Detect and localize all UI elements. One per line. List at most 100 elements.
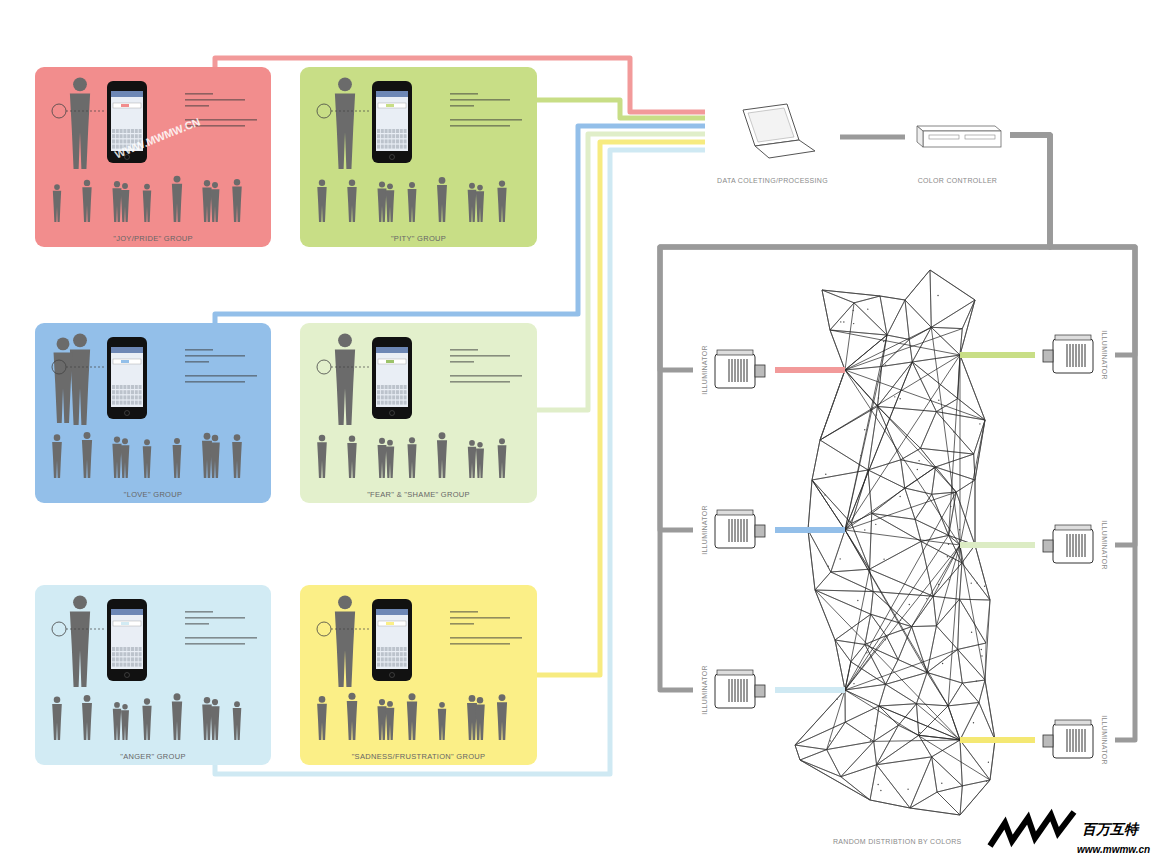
phone-key	[404, 139, 407, 143]
phone-key	[396, 129, 399, 133]
phone-key	[116, 390, 119, 394]
phone-key	[392, 652, 395, 656]
illuminator-lens	[755, 525, 765, 537]
group-label: "JOY/PRIDE" GROUP	[113, 234, 193, 243]
phone-key	[392, 134, 395, 138]
device-label: ILLUMINATOR	[701, 345, 708, 395]
text-line	[185, 611, 213, 613]
leader-line	[66, 111, 106, 112]
phone-key	[112, 401, 115, 405]
phone-key	[381, 647, 384, 651]
person-head	[409, 182, 415, 188]
text-line	[185, 637, 257, 639]
person-head	[387, 440, 393, 446]
illuminator-lens	[755, 365, 765, 377]
phone-key	[388, 129, 391, 133]
text-wrapper: ILLUMINATOR	[1098, 520, 1116, 570]
sculpture-dot	[909, 604, 910, 605]
text-line	[185, 361, 209, 363]
person-body	[468, 190, 477, 222]
phone-button	[125, 673, 130, 678]
phone-key	[377, 647, 380, 651]
sculpture-dot	[948, 579, 949, 580]
node-illustration	[705, 100, 840, 188]
person-body	[335, 350, 355, 425]
person-body	[475, 705, 484, 740]
phone-key	[120, 647, 123, 651]
illuminator-lens	[755, 685, 765, 697]
group-label: "LOVE" GROUP	[124, 490, 183, 499]
sculpture-dot	[981, 649, 982, 650]
person-body	[211, 189, 220, 222]
connector-line	[660, 135, 1050, 530]
phone-key	[392, 401, 395, 405]
phone-screen	[111, 609, 143, 669]
device-label: COLOR CONTROLLER	[918, 177, 997, 184]
illuminator-grille	[744, 519, 745, 542]
illuminator-grille	[738, 679, 739, 702]
device-label: ILLUMINATOR	[701, 505, 708, 555]
sculpture-dot	[883, 558, 884, 559]
phone-key	[139, 385, 142, 389]
sculpture-dot	[901, 389, 902, 390]
phone-key	[131, 390, 134, 394]
illuminator-grille	[735, 359, 736, 382]
sculpture-dot	[836, 699, 837, 700]
illuminator-top	[1055, 720, 1091, 725]
phone-tag	[386, 622, 394, 625]
phone-key	[112, 134, 115, 138]
illuminator-grille	[1067, 534, 1068, 557]
person-body	[437, 440, 447, 478]
phone-key	[116, 663, 119, 667]
phone-key	[400, 134, 403, 138]
phone-key	[123, 134, 126, 138]
phone-key	[385, 657, 388, 661]
phone-key	[400, 145, 403, 149]
phone-key	[123, 390, 126, 394]
illuminator-top	[1055, 335, 1091, 340]
phone-key	[116, 395, 119, 399]
text-line	[450, 643, 510, 645]
person-head	[204, 180, 210, 186]
phone-key	[120, 139, 123, 143]
phone-key	[139, 657, 142, 661]
sculpture-dot	[840, 321, 841, 322]
sculpture-dot	[950, 506, 951, 507]
phone-screen	[376, 91, 408, 151]
illuminator-top	[1055, 525, 1091, 530]
phone-key	[377, 652, 380, 656]
phone-tag	[386, 360, 394, 363]
sculpture-dot	[976, 582, 977, 583]
person-body	[378, 445, 387, 478]
person-head	[338, 333, 352, 347]
illuminator-grille	[741, 519, 742, 542]
node-illustration	[300, 585, 537, 765]
sculpture-dot	[894, 396, 895, 397]
phone-key	[396, 145, 399, 149]
phone-key	[127, 385, 130, 389]
phone-screen	[376, 347, 408, 407]
illuminator-lens	[1043, 735, 1053, 747]
text-line	[450, 355, 510, 357]
text-line	[450, 361, 474, 363]
sculpture-dot	[979, 423, 980, 424]
person-head	[73, 595, 87, 609]
phone-key	[381, 134, 384, 138]
phone-key	[381, 663, 384, 667]
illuminator-node: ILLUMINATOR	[693, 335, 775, 405]
phone-key	[396, 390, 399, 394]
phone-key	[385, 145, 388, 149]
phone-key	[388, 145, 391, 149]
sculpture-dot	[973, 722, 974, 723]
phone-key	[120, 129, 123, 133]
phone-key	[385, 401, 388, 405]
person-head	[499, 694, 506, 701]
person-head	[144, 184, 150, 190]
phone-key	[112, 647, 115, 651]
phone-key	[139, 395, 142, 399]
person-body	[497, 702, 507, 740]
text-line	[450, 99, 510, 101]
phone-key	[127, 401, 130, 405]
person-head	[319, 696, 326, 703]
phone-key	[135, 395, 138, 399]
